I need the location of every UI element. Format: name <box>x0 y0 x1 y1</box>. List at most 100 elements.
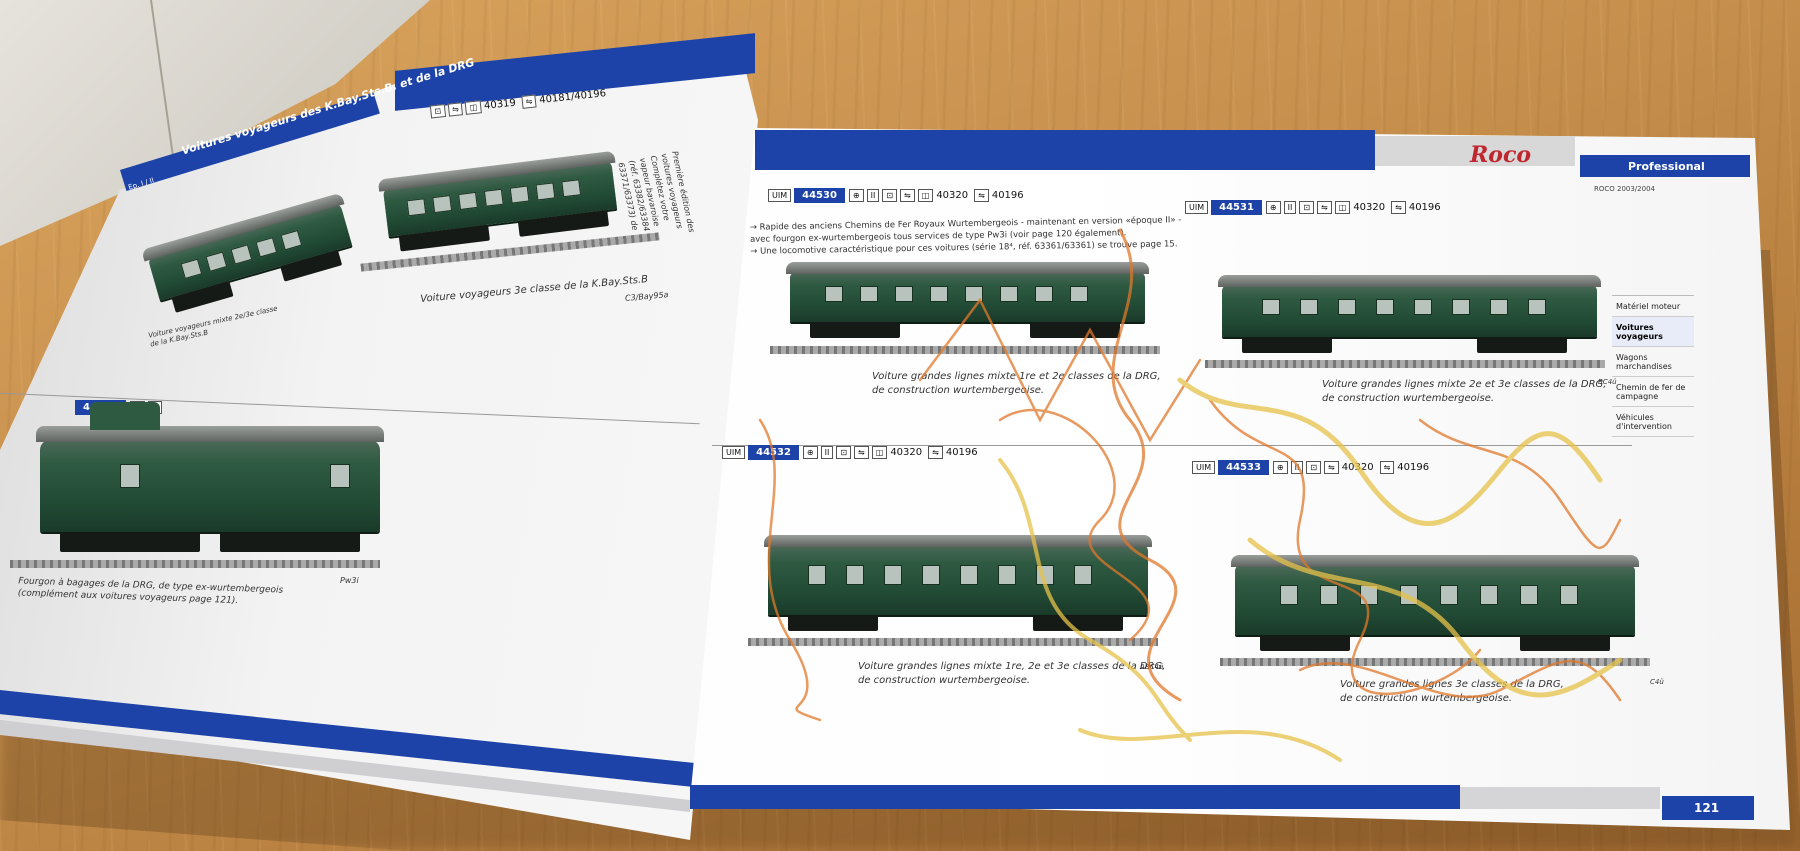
coach-bogie <box>810 322 900 338</box>
track-base <box>1220 658 1650 666</box>
coach-window <box>825 286 843 302</box>
right-header-grey <box>1375 136 1575 166</box>
track-base <box>10 560 380 568</box>
product-code: 40320 <box>936 190 969 201</box>
coach-window <box>1035 286 1053 302</box>
page-number-box <box>1662 796 1754 820</box>
symbol-box: ⇋ <box>1317 201 1332 214</box>
product-44532-codes: UIM 44532 ⊕ II ⊡ ⇋ ◫ 40320 ⇋ 40196 <box>722 445 984 460</box>
catalog-year: ROCO 2003/2004 <box>1594 185 1655 193</box>
sku-badge: 44532 <box>748 445 799 460</box>
coach-window <box>509 185 530 204</box>
symbol-box: ⊡ <box>836 446 852 459</box>
track-base <box>770 346 1160 354</box>
coach-window <box>230 244 253 265</box>
coach-window <box>1452 299 1470 315</box>
product-code: 40320 <box>1353 202 1386 213</box>
coach-window <box>1490 299 1508 315</box>
symbol-box: ⇋ <box>854 446 869 459</box>
coach-roof <box>1218 275 1601 287</box>
coach-window <box>1262 299 1280 315</box>
coach-window <box>960 565 978 585</box>
coach-window <box>884 565 902 585</box>
caption-44531: Voiture grandes lignes mixte 2e et 3e cl… <box>1322 379 1607 404</box>
professional-label: Professional <box>1628 160 1705 173</box>
coach-window <box>1440 585 1458 605</box>
symbol-box: ⇋ <box>521 94 538 109</box>
sidebar-item-vehicules-intervention[interactable]: Véhicules d'intervention <box>1612 407 1694 437</box>
coach-window <box>1338 299 1356 315</box>
product-44533-codes: UIM 44533 ⊕ II ⊡ ⇋ 40320 ⇋ 40196 <box>1192 460 1435 475</box>
symbol-box: ◫ <box>917 189 934 202</box>
symbol-box: ⊡ <box>882 189 898 202</box>
coach-window <box>1528 299 1546 315</box>
coach-roof <box>1231 555 1639 567</box>
coach-window <box>1320 585 1338 605</box>
caption-44530: Voiture grandes lignes mixte 1re et 2e c… <box>872 371 1161 396</box>
coach-window <box>1000 286 1018 302</box>
product-code: 40196 <box>1408 202 1441 213</box>
coach-window <box>255 237 278 258</box>
product-44531-codes: UIM 44531 ⊕ II ⊡ ⇋ ◫ 40320 ⇋ 40196 <box>1185 200 1447 215</box>
sku-badge: 44530 <box>794 188 845 203</box>
coach-window <box>846 565 864 585</box>
right-footer-band <box>690 785 1460 809</box>
uim-label: UIM <box>768 189 792 202</box>
coach-window <box>1070 286 1088 302</box>
coach-window <box>561 179 582 198</box>
coach-bogie <box>1477 337 1567 353</box>
coach-window <box>1280 585 1298 605</box>
coach-window <box>922 565 940 585</box>
coach-window <box>1400 585 1418 605</box>
symbol-box: ⇋ <box>1324 461 1339 474</box>
coach-model-44531 <box>1218 275 1601 353</box>
product-code: 40320 <box>890 447 923 458</box>
coach-window <box>483 188 504 207</box>
coach-window <box>180 258 203 279</box>
sidebar-item-materiel-moteur[interactable]: Matériel moteur <box>1612 296 1694 317</box>
symbol-box: ⊕ <box>848 189 864 202</box>
right-header-band <box>755 130 1375 170</box>
coach-window <box>1520 585 1538 605</box>
symbol-box: ⊕ <box>1265 201 1281 214</box>
sidebar-item-chemin-de-fer-de-campagne[interactable]: Chemin de fer de campagne <box>1612 377 1694 407</box>
coach-window <box>860 286 878 302</box>
type-code-44533: C4ü <box>1650 678 1664 686</box>
product-code: 40320 <box>1341 462 1374 473</box>
symbol-box: ⇋ <box>928 446 943 459</box>
van-lookout <box>90 402 160 430</box>
coach-bogie <box>1030 322 1120 338</box>
uim-label: UIM <box>722 446 746 459</box>
symbol-box: ◫ <box>871 446 888 459</box>
coach-window <box>280 229 303 251</box>
symbol-box: ⇋ <box>447 102 464 117</box>
sidebar-item-voitures-voyageurs[interactable]: Voitures voyageurs <box>1612 317 1694 347</box>
coach-window <box>1376 299 1394 315</box>
symbol-box: ⊡ <box>1299 201 1315 214</box>
coach-window <box>1300 299 1318 315</box>
product-code: 40196 <box>1397 462 1430 473</box>
symbol-box: ⇋ <box>1391 201 1406 214</box>
sku-badge: 44533 <box>1218 460 1269 475</box>
uim-label: UIM <box>1185 201 1209 214</box>
sidebar-item-wagons-marchandises[interactable]: Wagons marchandises <box>1612 347 1694 377</box>
coach-window <box>1414 299 1432 315</box>
coach-window <box>808 565 826 585</box>
coach-window <box>1480 585 1498 605</box>
symbol-box: ⊡ <box>1306 461 1322 474</box>
track-base <box>748 638 1158 646</box>
symbol-box: ⊡ <box>429 104 446 119</box>
coach-window <box>330 464 350 488</box>
right-intro-text: → Rapide des anciens Chemins de Fer Roya… <box>749 215 1182 257</box>
coach-window <box>998 565 1016 585</box>
track-base <box>1205 360 1605 368</box>
coach-window <box>406 198 427 217</box>
coach-window <box>120 464 140 488</box>
product-44530-codes: UIM 44530 ⊕ II ⊡ ⇋ ◫ 40320 ⇋ 40196 <box>768 188 1030 203</box>
coach-bogie <box>788 615 878 631</box>
symbol-box: ⇋ <box>900 189 915 202</box>
symbol-box: ⊕ <box>1272 461 1288 474</box>
coach-bogie <box>1520 635 1610 651</box>
right-footer-grey <box>1460 787 1660 809</box>
coach-bogie <box>1260 635 1350 651</box>
